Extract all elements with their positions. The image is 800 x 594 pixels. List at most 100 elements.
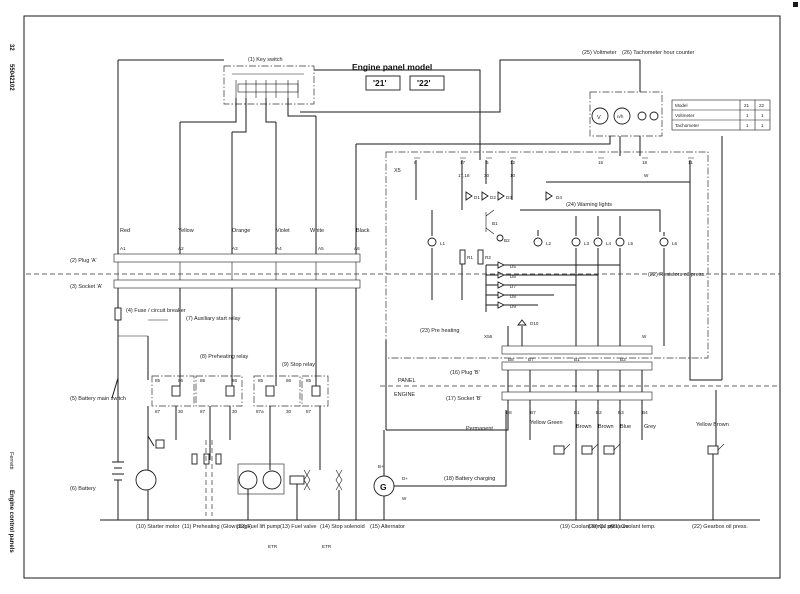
svg-text:17: 17 xyxy=(460,160,466,165)
gauge-box xyxy=(589,91,663,137)
lamp-feeds xyxy=(431,210,665,236)
section-title: Engine control panels xyxy=(8,490,14,553)
svg-text:B3: B3 xyxy=(618,410,624,415)
svg-text:D10: D10 xyxy=(530,321,539,326)
svg-text:A2: A2 xyxy=(178,246,184,251)
svg-text:1: 1 xyxy=(761,123,764,128)
svg-text:B1: B1 xyxy=(574,357,580,362)
key-switch-box xyxy=(223,65,315,105)
svg-text:W: W xyxy=(402,496,407,501)
svg-text:Brown: Brown xyxy=(576,424,592,430)
sender-switches xyxy=(553,443,725,455)
svg-text:B3: B3 xyxy=(620,357,626,362)
plug-b-top xyxy=(501,345,653,355)
page-frame xyxy=(23,15,781,579)
svg-text:D3: D3 xyxy=(506,195,512,200)
buzzer-symbol xyxy=(496,234,504,242)
actuator-grounds xyxy=(247,484,340,520)
engine-area-label: ENGINE xyxy=(394,392,415,398)
resistors-label: (22) Resistors oil press. xyxy=(648,272,706,278)
panel-title: Engine panel model xyxy=(352,62,432,72)
svg-text:D2: D2 xyxy=(490,195,496,200)
svg-text:Red: Red xyxy=(120,228,130,234)
warning-panel-box xyxy=(385,151,709,359)
svg-text:B1: B1 xyxy=(492,221,498,226)
voltmeter-symbol xyxy=(591,107,609,125)
svg-text:85: 85 xyxy=(200,378,206,383)
svg-text:22: 22 xyxy=(759,103,765,108)
gauge-lamp-2 xyxy=(649,111,659,121)
svg-text:B4: B4 xyxy=(642,410,648,415)
svg-text:15: 15 xyxy=(598,160,604,165)
panel-to-plug-b xyxy=(431,248,665,346)
coolant-temp-label: (21) Coolant temp. xyxy=(610,524,656,530)
svg-text:D+: D+ xyxy=(402,476,408,481)
svg-text:30: 30 xyxy=(232,409,238,414)
svg-text:L1: L1 xyxy=(440,241,446,246)
model-box-21 xyxy=(365,75,401,91)
svg-text:86: 86 xyxy=(178,378,184,383)
alternator-wiring xyxy=(383,340,507,520)
doc-code: 55042102 xyxy=(8,64,14,91)
svg-text:A5: A5 xyxy=(318,246,324,251)
battery-switch-label: (5) Battery main switch xyxy=(70,396,126,402)
diode-ladder: D5 D6 D7 D8 D9 D10 xyxy=(497,261,539,326)
relay-wiring xyxy=(117,288,357,520)
starter-label: (10) Starter motor xyxy=(136,524,180,530)
wire-white-top xyxy=(287,98,317,254)
key-switch-label: (1) Key switch xyxy=(248,57,283,63)
svg-text:87: 87 xyxy=(306,409,312,414)
svg-text:B7: B7 xyxy=(530,410,536,415)
battery-label: (6) Battery xyxy=(70,486,96,492)
panel-internal-wires xyxy=(415,160,691,232)
plug-b-label: (16) Plug 'B' xyxy=(450,370,480,376)
svg-text:Orange: Orange xyxy=(232,228,250,234)
socket-b-body xyxy=(501,391,653,401)
socket-b-label: (17) Socket 'B' xyxy=(446,396,481,402)
svg-text:B7: B7 xyxy=(528,357,534,362)
svg-text:L5: L5 xyxy=(628,241,634,246)
svg-text:1: 1 xyxy=(746,113,749,118)
model-22-label: '22' xyxy=(417,78,431,88)
starter-solenoid xyxy=(155,439,165,449)
svg-text:17,18: 17,18 xyxy=(458,173,470,178)
svg-text:W: W xyxy=(644,173,649,178)
svg-text:5: 5 xyxy=(486,160,489,165)
socket-b-pins: B8 B7 B1 B2 B3 B4 B8 B7 B1 B3 xyxy=(506,357,648,415)
svg-text:D5: D5 xyxy=(510,264,516,269)
stop-solenoid-symbol xyxy=(335,469,343,491)
svg-text:D9: D9 xyxy=(510,304,516,309)
wire-red-top xyxy=(117,59,224,254)
battery-charging-label: (18) Battery charging xyxy=(444,476,495,482)
panel-area-label: PANEL xyxy=(398,378,416,384)
page-number: 32 xyxy=(8,44,14,51)
svg-text:L6: L6 xyxy=(672,241,678,246)
svg-text:12: 12 xyxy=(510,160,516,165)
svg-text:Permanent: Permanent xyxy=(466,426,493,432)
key-switch-contacts xyxy=(232,73,304,98)
corner-mark xyxy=(793,2,798,7)
preheater-label: (11) Preheating (Glow plugs) xyxy=(182,524,252,530)
stop-relay-label: (9) Stop relay xyxy=(282,362,315,368)
relay-cross-wires xyxy=(118,319,168,337)
relay-pin-labels: 85 86 87 30 85 86 87 30 85 86 87a 30 85 … xyxy=(155,378,312,414)
svg-text:87: 87 xyxy=(200,409,206,414)
svg-text:B2: B2 xyxy=(504,238,510,243)
svg-text:87a: 87a xyxy=(256,409,264,414)
socket-a-label: (3) Socket 'A' xyxy=(70,284,102,290)
svg-text:85: 85 xyxy=(258,378,264,383)
svg-text:1: 1 xyxy=(761,113,764,118)
wire-violet-top xyxy=(265,98,277,254)
plug-b-body xyxy=(501,361,653,371)
gauge-drops xyxy=(619,136,641,156)
svg-text:86: 86 xyxy=(232,378,238,383)
relay-box-9b xyxy=(301,375,329,407)
tachometer-label: (26) Tachometer hour counter xyxy=(622,50,695,56)
fuel-pump-box xyxy=(237,463,285,495)
svg-text:X56: X56 xyxy=(484,334,493,339)
fuel-pump-symbol xyxy=(238,470,258,490)
model-21-label: '21' xyxy=(373,78,387,88)
svg-text:B8: B8 xyxy=(508,357,514,362)
tachometer-symbol xyxy=(613,107,631,125)
svg-text:Brown: Brown xyxy=(598,424,614,430)
